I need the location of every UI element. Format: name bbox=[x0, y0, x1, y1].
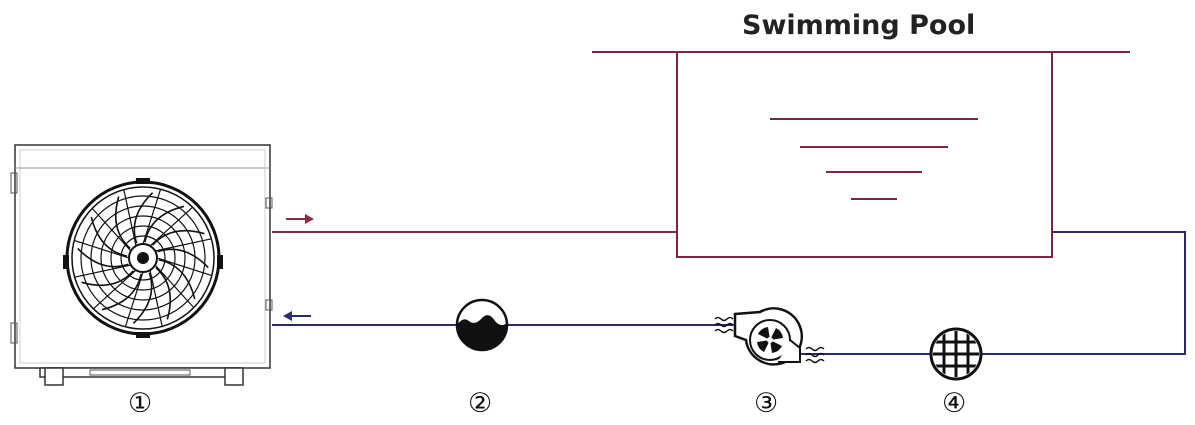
component-number-1: ① bbox=[128, 388, 153, 419]
water-tank-icon bbox=[455, 298, 509, 352]
fan-spoke bbox=[91, 207, 132, 252]
water-pump-icon bbox=[714, 307, 825, 366]
pool-return-pipe bbox=[982, 231, 1186, 355]
fan-spoke bbox=[154, 264, 195, 309]
fan-grille bbox=[65, 180, 221, 336]
piping bbox=[272, 231, 1186, 355]
fan-spoke bbox=[123, 189, 137, 247]
fan-blade bbox=[77, 247, 129, 268]
component-number-3: ③ bbox=[754, 388, 779, 419]
fan-spoke bbox=[156, 257, 212, 277]
pool-basin bbox=[676, 52, 1053, 258]
fan-spoke bbox=[74, 264, 132, 278]
fan-blade bbox=[90, 216, 128, 257]
component-number-2: ② bbox=[468, 388, 493, 419]
fan-spoke bbox=[142, 189, 162, 245]
fan-spoke bbox=[149, 269, 163, 327]
filter-icon bbox=[929, 327, 983, 381]
fan-blade bbox=[155, 267, 171, 320]
swimming-pool bbox=[592, 51, 1130, 258]
fan-blade bbox=[132, 272, 153, 324]
fan-blade bbox=[81, 270, 134, 286]
pool-title: Swimming Pool bbox=[742, 10, 976, 41]
fan-blade bbox=[115, 196, 131, 249]
fan-spoke bbox=[149, 206, 194, 247]
fan-blade bbox=[157, 248, 209, 269]
fan-spoke bbox=[154, 238, 212, 252]
fan-blade bbox=[101, 273, 142, 311]
component-number-4: ④ bbox=[942, 388, 967, 419]
fan-spoke bbox=[124, 271, 144, 327]
fan-blade bbox=[158, 259, 196, 300]
right-arrow-icon bbox=[286, 214, 314, 224]
fan-blade bbox=[133, 192, 154, 244]
fan-spoke bbox=[74, 239, 130, 259]
fan-blade bbox=[144, 205, 185, 243]
heat-pump-unit-icon bbox=[10, 144, 273, 386]
fan-blade bbox=[152, 230, 205, 246]
fan-spoke bbox=[92, 269, 137, 310]
left-arrow-icon bbox=[283, 311, 311, 321]
